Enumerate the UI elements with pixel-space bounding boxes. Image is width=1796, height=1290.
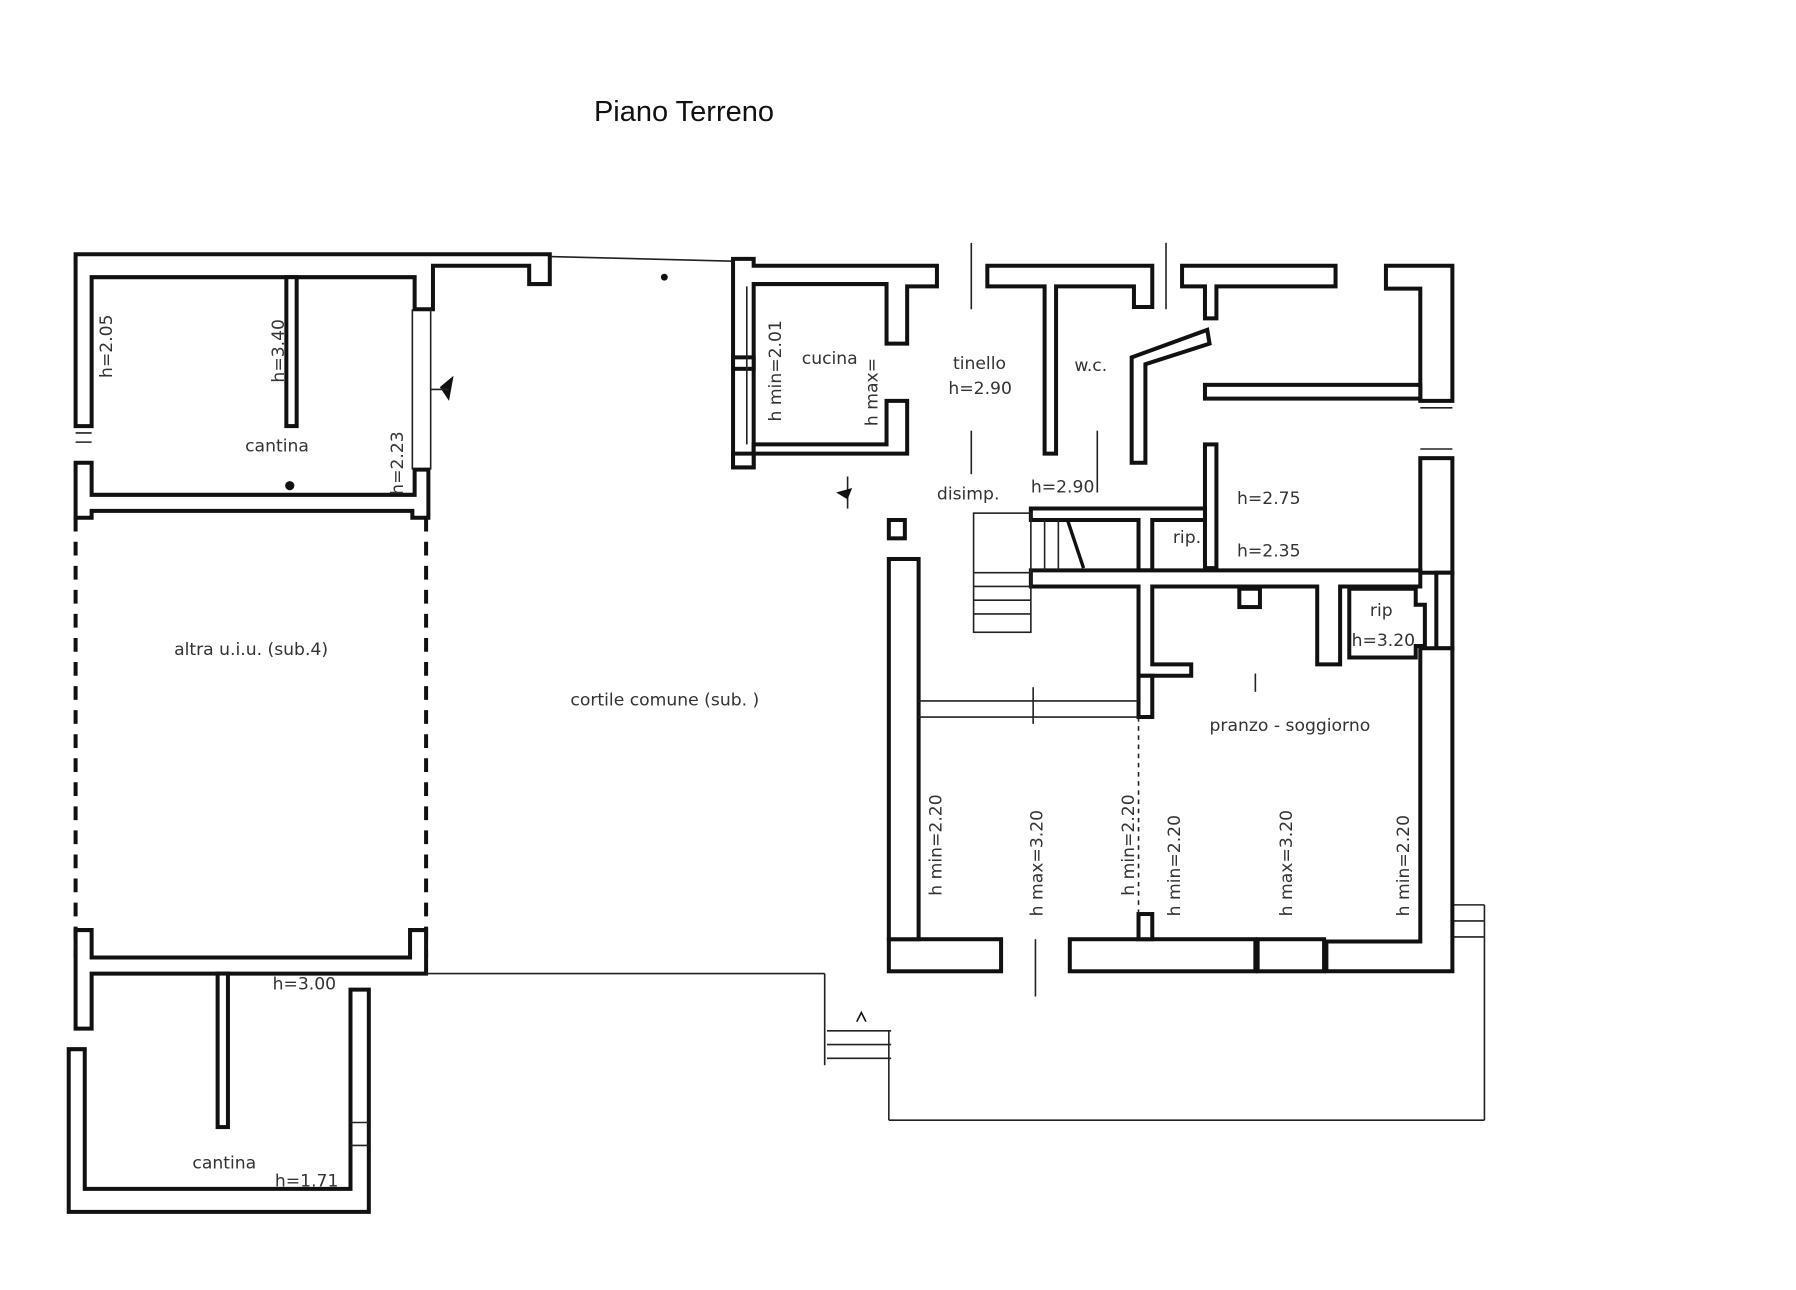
label-rip-right: rip [1370,601,1393,621]
wall-cantina-divider [284,275,299,429]
left-block-walls [73,252,552,520]
wall-living-pier [1136,912,1155,942]
wall-right-mid [1434,570,1455,651]
height-label: h=3.00 [273,975,337,995]
height-label: h=3.20 [1352,631,1416,651]
height-label: h max=3.20 [1027,810,1047,916]
wall-bottom-cantina [66,987,371,1214]
wall-altra-bottom [73,928,429,1031]
wall-disimp-right [1202,382,1423,401]
bottom-cantina-walls [66,971,371,1214]
entrance-arrow-icon [439,375,454,401]
wall-mid-horizontal [1028,568,1423,678]
label-wc: w.c. [1074,356,1107,376]
wall-right-window-mid [1418,456,1455,575]
wall-fireplace [1237,586,1262,610]
courtyard-top-line [549,255,734,262]
wall-right-lower [1324,646,1455,974]
wall-pillar [886,518,907,541]
label-disimp: disimp. [937,484,999,504]
wall-living-divider-top [1136,673,1155,720]
height-label: h max=3.20 [1277,810,1297,916]
wall-cucina-bottom [731,398,910,470]
wall-left-top [73,252,552,429]
height-label: h min=2.20 [1394,815,1414,916]
height-label: h=2.75 [1237,489,1301,509]
height-label: h=2.35 [1237,542,1301,562]
courtyard-lines [426,255,1486,1122]
wall-right-top-4 [1383,263,1455,403]
label-pranzo: pranzo - soggiorno [1210,716,1371,736]
wall-bottom-2 [1067,937,1258,974]
height-label: h=2.23 [388,431,408,495]
entrance-arrow-2-icon [836,487,853,500]
label-cantina-bottom: cantina [192,1153,256,1173]
label-rip-small: rip. [1173,528,1201,548]
height-label: h=2.90 [948,379,1012,399]
wall-rip-vert [1202,442,1219,571]
wall-dot [285,481,295,491]
step-arrow-icon [856,1010,867,1023]
height-label: h=3.40 [269,319,289,383]
height-label: h min=2.01 [766,320,786,421]
label-cantina-top: cantina [245,436,309,456]
height-label: h min=2.20 [1165,815,1185,916]
wall-cucina-left-pier [731,355,756,371]
wall-right-top-3 [1180,263,1338,321]
label-cortile: cortile comune (sub. ) [570,691,759,711]
wall-rip-box [1347,586,1427,660]
wall-cantina-bottom [73,460,431,520]
courtyard-dot [660,273,668,281]
stair-arrow-line [1065,519,1086,569]
wall-bottom-1 [886,937,1004,974]
height-label: h min=2.20 [927,794,947,895]
wall-living-left [886,556,921,942]
wall-bottom-divider [215,971,230,1130]
height-label: h=1.71 [275,1172,339,1192]
wall-right-top-2 [985,263,1155,456]
label-tinello: tinello [953,354,1006,374]
height-label: h max= [862,358,882,426]
wall-wc-diag [1129,327,1212,465]
page-title: Piano Terreno [593,96,775,128]
height-label: h=2.90 [1031,478,1095,498]
label-cucina: cucina [802,349,858,369]
height-label: h min=2.20 [1119,794,1139,895]
right-block-walls [731,242,1455,997]
height-label: h=2.05 [97,314,117,378]
wall-bottom-3 [1255,937,1327,974]
altra-uiu-area [73,517,429,1031]
label-altra-uiu: altra u.i.u. (sub.4) [174,640,328,660]
